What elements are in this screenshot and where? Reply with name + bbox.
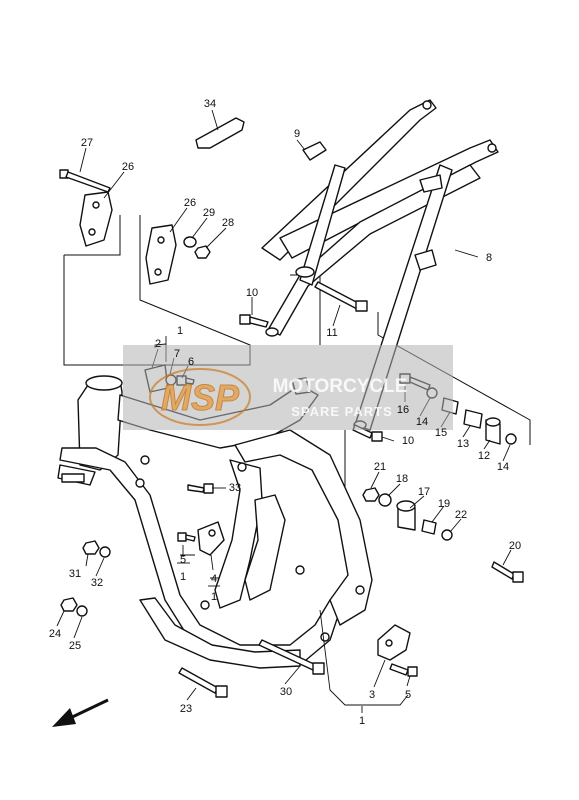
watermark-brand: MOTORCYCLE <box>273 376 408 397</box>
callout-26a: 26 <box>122 161 134 173</box>
washer-18 <box>378 493 392 507</box>
subframe-upper-rail <box>261 99 437 261</box>
rear-loop <box>234 429 373 626</box>
bolt-33 <box>187 483 214 494</box>
callout-22: 22 <box>455 509 467 521</box>
callout-32: 32 <box>91 577 103 589</box>
callout-11: 11 <box>326 327 337 339</box>
callout-3: 3 <box>369 689 375 701</box>
washer-14b <box>505 433 517 445</box>
callout-6: 6 <box>188 356 194 368</box>
callout-21: 21 <box>374 461 386 473</box>
callout-7: 7 <box>174 348 180 360</box>
callout-18: 18 <box>396 473 408 485</box>
callout-24: 24 <box>49 628 61 640</box>
callout-15: 15 <box>435 427 447 439</box>
callout-10a: 10 <box>246 287 258 299</box>
bolt-11 <box>314 281 368 312</box>
callout-1c: 1 <box>211 591 217 603</box>
bolt-5-lower <box>389 663 418 677</box>
collar-19 <box>421 519 437 535</box>
callout-23: 23 <box>180 703 192 715</box>
plate-9 <box>302 141 327 161</box>
collar-13 <box>463 409 483 429</box>
nut-28 <box>194 245 211 259</box>
callout-16: 16 <box>397 404 409 416</box>
callout-9: 9 <box>294 128 300 140</box>
callout-14a: 14 <box>416 416 428 428</box>
bracket-3 <box>377 624 411 661</box>
plate-26-left <box>79 191 113 247</box>
callout-28: 28 <box>222 217 234 229</box>
down-tube <box>59 447 341 666</box>
callout-10b: 10 <box>402 435 414 447</box>
callout-5a: 5 <box>180 554 186 566</box>
nut-31 <box>82 540 100 555</box>
watermark-panel <box>123 345 453 430</box>
callout-1d: 1 <box>359 715 365 727</box>
callout-31: 31 <box>69 568 81 580</box>
watermark-logo-shape <box>149 368 251 426</box>
bracket-34 <box>195 117 245 149</box>
bolt-27 <box>59 169 111 193</box>
bolt-10-upper <box>239 314 269 328</box>
callout-33: 33 <box>229 482 241 494</box>
washer-32 <box>99 546 111 558</box>
nut-24 <box>60 597 78 612</box>
callout-30: 30 <box>280 686 292 698</box>
callout-20: 20 <box>509 540 521 552</box>
arrow-front-icon <box>52 698 109 727</box>
callout-2: 2 <box>155 338 161 350</box>
callout-1a: 1 <box>177 325 183 337</box>
callout-19: 19 <box>438 498 450 510</box>
callout-numbers: 34 9 27 26 26 29 28 8 10 11 1 2 7 6 16 1… <box>49 98 521 727</box>
callout-27: 27 <box>81 137 93 149</box>
callout-17: 17 <box>418 486 430 498</box>
callout-26b: 26 <box>184 197 196 209</box>
nut-21 <box>362 487 380 502</box>
rear-subframe <box>261 99 499 431</box>
callout-29: 29 <box>203 207 215 219</box>
callout-5b: 5 <box>405 689 411 701</box>
callout-1b: 1 <box>180 571 186 583</box>
callout-13: 13 <box>457 438 469 450</box>
watermark: MSP MOTORCYCLE SPARE PARTS <box>123 345 453 430</box>
callout-8: 8 <box>486 252 492 264</box>
bolt-5 <box>177 532 196 542</box>
callout-25: 25 <box>69 640 81 652</box>
plate-26-right <box>145 224 177 285</box>
plate-4 <box>197 521 225 556</box>
washer-22 <box>441 529 453 541</box>
callout-34: 34 <box>204 98 216 110</box>
washer-25 <box>76 605 88 617</box>
callout-4: 4 <box>211 573 217 585</box>
callout-14b: 14 <box>497 461 509 473</box>
watermark-subtext: SPARE PARTS <box>291 404 393 419</box>
watermark-logo: MSP <box>161 377 240 418</box>
bolt-23 <box>178 667 228 698</box>
bolt-30 <box>258 639 325 675</box>
bolt-20 <box>491 561 524 583</box>
callout-12: 12 <box>478 450 490 462</box>
washer-29 <box>183 236 197 248</box>
